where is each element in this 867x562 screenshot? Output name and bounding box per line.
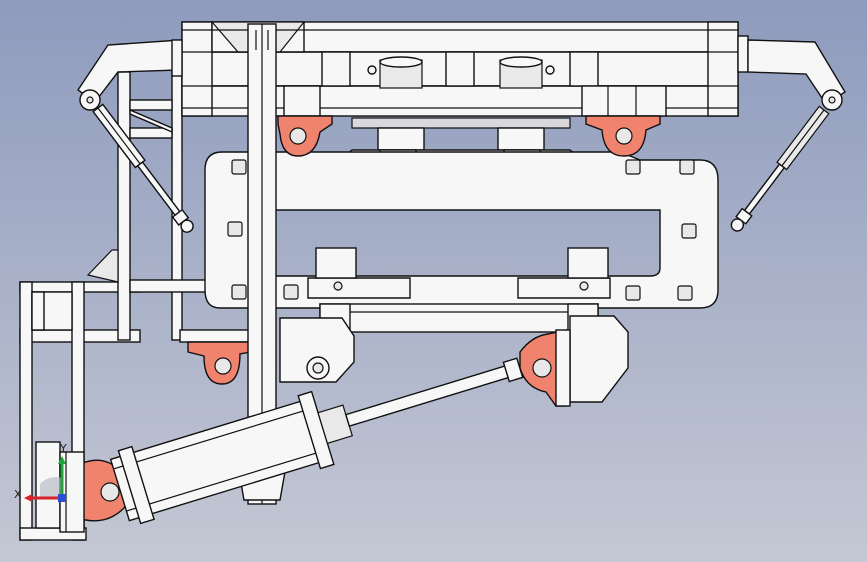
top-spindle-blocks [367,56,555,89]
main-frame-plate [204,151,719,309]
z-axis-origin [58,494,66,502]
upper-left-arm [77,39,181,111]
y-axis-head [58,456,66,464]
axis-triad: X Y [14,442,67,502]
left-pneumatic-cylinder [92,103,194,233]
x-axis-head [24,494,32,502]
top-right-bracket [585,115,661,157]
x-axis-label: X [14,488,22,501]
top-left-bracket [277,115,333,157]
hydraulic-cylinder [109,357,524,525]
left-lower-frame [19,281,141,541]
lower-left-bracket [187,341,251,385]
lower-right-bracket [519,329,571,407]
right-pneumatic-cylinder [730,105,830,232]
y-axis-label: Y [59,442,67,455]
lower-crossbar [279,247,629,403]
upper-right-arm [747,39,846,111]
